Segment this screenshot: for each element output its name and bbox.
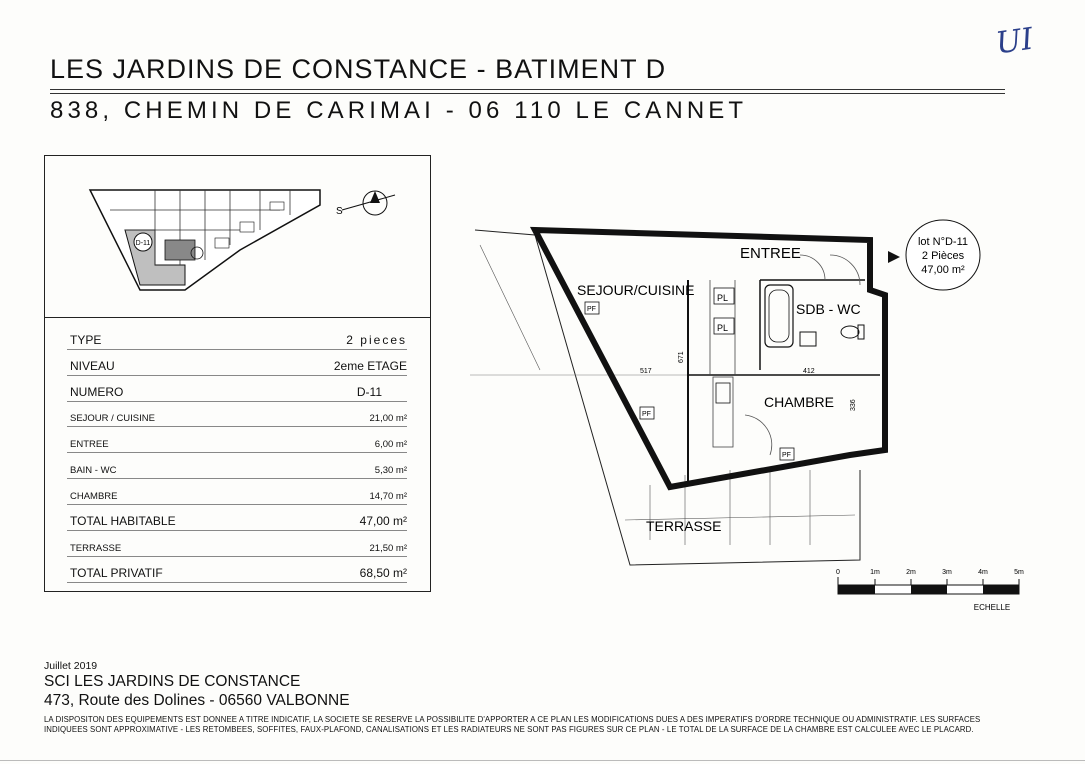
spec-label: TYPE (70, 333, 102, 347)
spec-row-chambre: CHAMBRE 14,70 m² (67, 482, 407, 505)
spec-row-total-privatif: TOTAL PRIVATIF 68,50 m² (67, 560, 407, 583)
spec-label: ENTREE (70, 439, 109, 450)
lot-marker: D-11 (133, 232, 153, 252)
room-label-sejour: SEJOUR/CUISINE (577, 282, 694, 298)
spec-row-entree: ENTREE 6,00 m² (67, 430, 407, 453)
lot-marker-label: D-11 (136, 240, 151, 247)
sink-icon (799, 331, 817, 347)
panel-divider (44, 317, 431, 318)
room-label-sdb: SDB - WC (796, 301, 861, 317)
spec-row-sejour: SEJOUR / CUISINE 21,00 m² (67, 404, 407, 427)
disclaimer-line: INDIQUEES SONT APPROXIMATIVE - LES RETOM… (44, 725, 974, 734)
scale-tick-label: 1m (870, 569, 880, 576)
spec-value: 6,00 m² (374, 439, 407, 450)
building-outline (88, 189, 321, 291)
dimension-336: 336 (850, 399, 857, 411)
handwritten-initials: UI (993, 21, 1036, 62)
lot-badge: lot N°D-11 2 Pièces 47,00 m² (888, 219, 981, 291)
bathtub-icon (764, 284, 794, 348)
document-title: LES JARDINS DE CONSTANCE - BATIMENT D (50, 54, 667, 84)
lot-badge-rooms: 2 Pièces (922, 250, 965, 262)
spec-value: 68,50 m² (359, 566, 407, 580)
spec-label: NIVEAU (70, 359, 115, 373)
spec-label: SEJOUR / CUISINE (70, 413, 155, 424)
spec-value: 21,50 m² (369, 543, 408, 554)
dimension-517: 517 (640, 368, 652, 375)
spec-label: BAIN - WC (70, 465, 117, 476)
info-panel (44, 155, 431, 592)
scale-tick-label: 5m (1014, 569, 1024, 576)
scale-tick-label: 0 (836, 569, 840, 576)
scale-bar: 0 1m 2m 3m 4m 5m ECHELLE (836, 569, 1024, 612)
fixture-pl-label: PL (717, 293, 728, 303)
door-swings (744, 254, 861, 456)
location-plan: D-11 S (88, 189, 396, 291)
scale-tick-label: 4m (978, 569, 988, 576)
scale-tick-label: 3m (942, 569, 952, 576)
apartment-walls (529, 226, 888, 491)
spec-row-terrasse: TERRASSE 21,50 m² (67, 534, 407, 557)
spec-value: D-11 (356, 385, 382, 399)
spec-row-bain-wc: BAIN - WC 5,30 m² (67, 456, 407, 479)
footer-disclaimer: LA DISPOSITON DES EQUIPEMENTS EST DONNEE… (44, 715, 1024, 735)
scale-label: ECHELLE (974, 603, 1010, 612)
room-label-entree: ENTREE (740, 245, 801, 262)
title-rule-secondary (50, 93, 1005, 94)
kitchen-sink-icon (715, 382, 731, 404)
compass-label: S (336, 206, 343, 217)
spec-label: TOTAL HABITABLE (70, 514, 176, 528)
room-label-terrasse: TERRASSE (646, 518, 721, 534)
page-edge-rule (0, 760, 1085, 761)
spec-label: NUMERO (70, 385, 124, 399)
title-rule (50, 89, 1005, 90)
spec-value: 5,30 m² (374, 465, 407, 476)
fixture-pl-label: PL (717, 323, 728, 333)
toilet-icon (840, 324, 865, 340)
fixture-pf-label: PF (587, 306, 596, 313)
spec-label: TOTAL PRIVATIF (70, 566, 163, 580)
floor-plan: ENTREE SEJOUR/CUISINE SDB - WC CHAMBRE T… (470, 219, 981, 566)
spec-value: 2 pieces (346, 333, 407, 347)
lot-badge-area: 47,00 m² (921, 264, 965, 276)
fixture-pf-label: PF (782, 452, 791, 459)
spec-value: 2eme ETAGE (333, 359, 407, 373)
spec-label: TERRASSE (70, 543, 122, 554)
spec-value: 21,00 m² (369, 413, 408, 424)
dimension-412: 412 (803, 368, 815, 375)
compass-icon: S (336, 190, 396, 217)
spec-value: 14,70 m² (369, 491, 408, 502)
spec-row-type: TYPE 2 pieces (67, 327, 407, 350)
disclaimer-line: LA DISPOSITON DES EQUIPEMENTS EST DONNEE… (44, 715, 981, 724)
footer-company-address: 473, Route des Dolines - 06560 VALBONNE (44, 692, 350, 709)
dimension-671: 671 (678, 351, 685, 363)
footer-date: Juillet 2019 (44, 660, 98, 672)
scale-tick-label: 2m (906, 569, 916, 576)
spec-label: CHAMBRE (70, 491, 118, 502)
spec-row-numero: NUMERO D-11 (67, 379, 407, 402)
lot-badge-number: lot N°D-11 (918, 236, 968, 248)
fixture-pf-label: PF (642, 411, 651, 418)
room-label-chambre: CHAMBRE (764, 394, 834, 410)
spec-value: 47,00 m² (359, 514, 407, 528)
document-address: 838, CHEMIN DE CARIMAI - 06 110 LE CANNE… (50, 97, 748, 124)
footer-company: SCI LES JARDINS DE CONSTANCE (44, 673, 301, 690)
spec-row-total-habitable: TOTAL HABITABLE 47,00 m² (67, 508, 407, 531)
spec-row-niveau: NIVEAU 2eme ETAGE (67, 353, 407, 376)
